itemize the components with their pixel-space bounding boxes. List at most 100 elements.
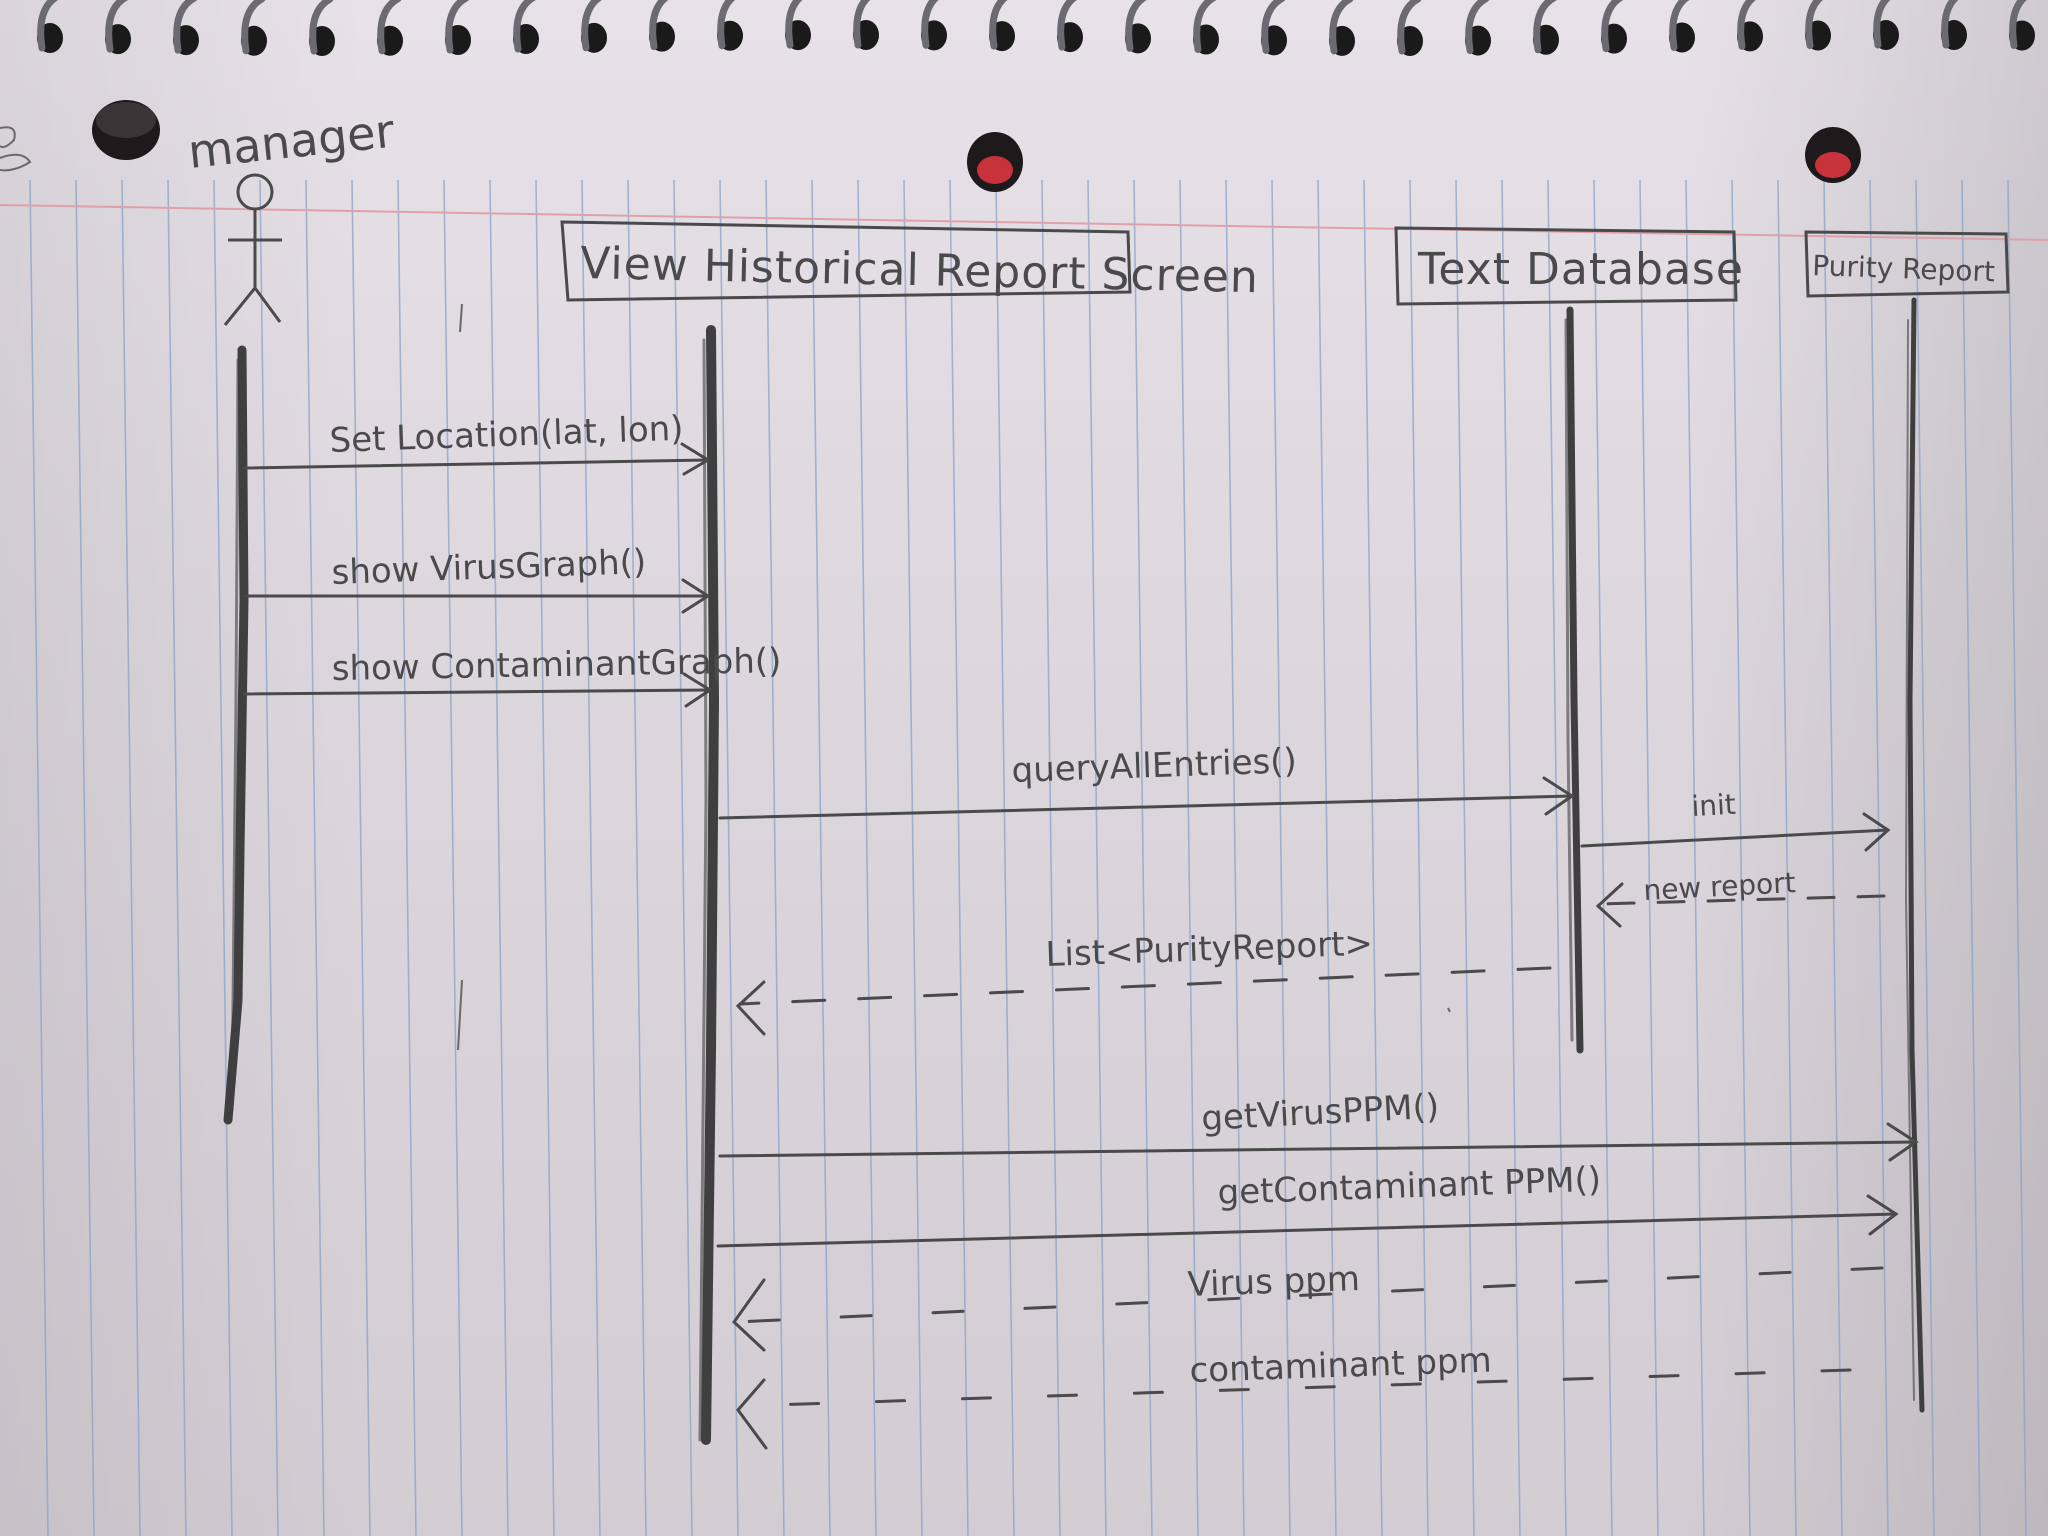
spiral-ring [989, 0, 1008, 50]
message-arrow [243, 688, 712, 696]
ruled-line [581, 179, 601, 1536]
ruled-line [811, 179, 831, 1536]
ruled-line [305, 179, 325, 1536]
spiral-ring [1057, 0, 1078, 51]
ruled-line [1547, 179, 1567, 1536]
spiral-ring [1737, 0, 1756, 50]
lifeline-actor-shade [230, 358, 240, 1112]
spiral-ring [1601, 0, 1624, 53]
ruled-line [351, 179, 371, 1536]
lifeline-text-database [1566, 306, 1584, 1054]
message-label: init [1691, 788, 1737, 823]
ruled-line [121, 179, 141, 1536]
spiral-ring [1125, 0, 1147, 52]
ruled-line [1041, 179, 1061, 1536]
return-contaminant-ppm [736, 1368, 1852, 1450]
ruled-line [29, 179, 49, 1536]
ruled-line [1823, 179, 1843, 1536]
spiral-ring [581, 0, 603, 52]
ruled-line [995, 179, 1015, 1536]
pencil-tick [457, 979, 463, 1051]
punch-holes [92, 100, 1861, 192]
ruled-line [535, 179, 555, 1536]
ruled-line [903, 179, 923, 1536]
spiral-ring [785, 0, 803, 49]
actor-head [236, 173, 274, 211]
spiral-ring [513, 0, 536, 53]
return-virus-ppm [732, 1266, 1884, 1352]
ruled-line [259, 179, 279, 1536]
ruled-line [1869, 179, 1889, 1536]
arrowhead [682, 672, 713, 708]
lifeline-purity-report-shade [1904, 319, 1915, 1401]
message-arrow [243, 458, 710, 470]
lifeline-box-text-database: Text Database [1394, 226, 1744, 306]
message-set-location [243, 442, 711, 476]
spiral-ring [173, 0, 197, 54]
message-arrow [718, 794, 1574, 820]
arrowhead [1542, 776, 1575, 816]
ruled-line [1685, 179, 1705, 1536]
return-messages [732, 882, 1886, 1450]
lifelines [223, 297, 1925, 1445]
ruled-line [1501, 179, 1521, 1536]
message-label: Set Location(lat, lon) [329, 409, 684, 461]
ruled-line [1455, 179, 1475, 1536]
ruled-line [1179, 179, 1199, 1536]
lifeline-actor [223, 345, 249, 1125]
message-show-contaminant-graph [243, 672, 713, 708]
ruled-line [1271, 179, 1291, 1536]
message-arrow [716, 1212, 1898, 1248]
ruled-line [167, 179, 187, 1536]
spiral-ring [1193, 0, 1217, 53]
lifeline-label: View Historical Report Screen [580, 238, 1260, 303]
message-label: contaminant ppm [1189, 1340, 1492, 1391]
return-arrow [738, 1368, 1852, 1408]
return-arrow [734, 1266, 1884, 1324]
message-query-all-entries [718, 776, 1575, 820]
lifeline-view-historical-report-screen-shade [698, 338, 708, 1442]
ruled-line [949, 179, 969, 1536]
spiral-ring [1397, 0, 1422, 55]
spiral-ring [1261, 0, 1286, 54]
lifeline-box [560, 220, 1132, 302]
spiral-ring [241, 0, 266, 55]
message-arrow [1580, 828, 1890, 848]
arrowhead [1862, 812, 1891, 852]
ruled-line [1961, 179, 1981, 1536]
punch-hole-red [1815, 152, 1851, 178]
lifeline-purity-report [1907, 297, 1925, 1413]
ruled-line [1225, 179, 1245, 1536]
spiral-ring [2009, 0, 2027, 50]
message-label: show VirusGraph() [331, 542, 647, 593]
arrowhead [735, 980, 766, 1036]
ruled-line [1915, 179, 1935, 1536]
ruled-line [1087, 179, 1107, 1536]
ruled-line [719, 179, 739, 1536]
pencil-scribble [0, 126, 32, 172]
lifeline-box-purity-report: Purity Report [1804, 230, 2010, 298]
return-new-report [1595, 882, 1886, 928]
message-show-virus-graph [243, 578, 711, 614]
ruled-line [1317, 179, 1337, 1536]
message-label: show ContaminantGraph() [331, 641, 781, 689]
message-arrow [718, 1140, 1918, 1158]
ruled-line [397, 179, 417, 1536]
ruled-line [1409, 179, 1429, 1536]
lifeline-label: Text Database [1417, 244, 1744, 295]
spiral-ring [853, 0, 871, 49]
message-get-virus-ppm [718, 1122, 1919, 1162]
actor-leg [253, 287, 282, 323]
ruled-line [489, 179, 509, 1536]
pencil-tick [459, 303, 463, 333]
lifeline-box [1804, 230, 2010, 298]
lifeline-label: Purity Report [1812, 249, 1996, 288]
arrowhead [680, 442, 711, 476]
spiral-ring [649, 0, 669, 51]
lifeline-box [1394, 226, 1738, 306]
message-label: List<PurityReport> [1045, 924, 1374, 975]
stray-marks [0, 126, 1451, 1051]
spiral-ring [309, 0, 334, 55]
messages [243, 442, 1919, 1248]
spiral-ring [1533, 0, 1557, 54]
